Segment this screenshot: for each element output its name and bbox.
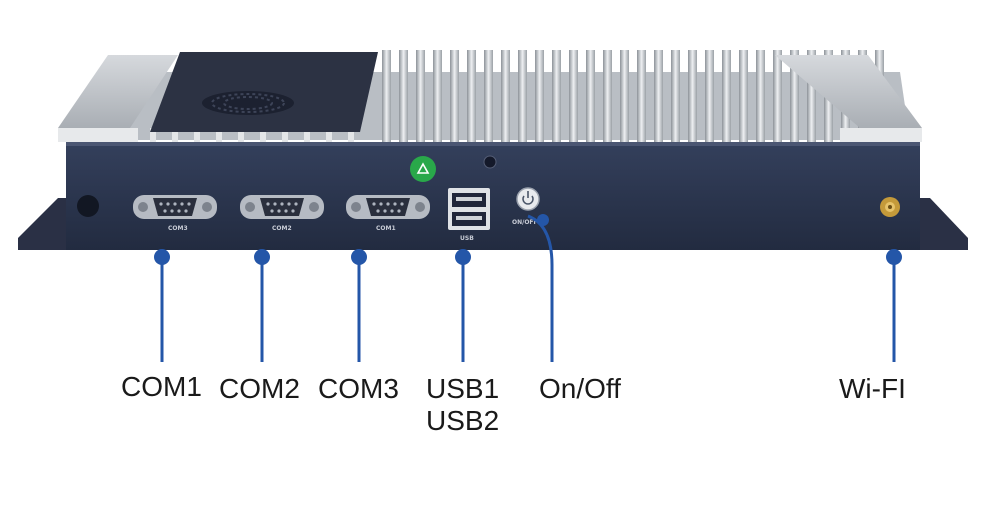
side-wing-right	[775, 55, 922, 128]
heatsink-fin	[150, 128, 156, 142]
panel-label-com3: COM3	[168, 225, 188, 232]
heatsink-fin	[654, 50, 663, 142]
heatsink-fin	[348, 128, 354, 142]
heatsink-fin	[260, 128, 266, 142]
heatsink-fin	[552, 50, 561, 142]
heatsink-fin	[194, 128, 200, 142]
heatsink-fin	[216, 128, 222, 142]
screw-hole	[77, 195, 99, 217]
heatsink-fin	[416, 50, 425, 142]
panel-label-com2: COM2	[272, 225, 292, 232]
heatsink-fin	[705, 50, 714, 142]
label-usb1: USB1	[426, 373, 500, 404]
heatsink-fin	[722, 50, 731, 142]
serial-ports	[133, 195, 430, 219]
lip-right	[840, 128, 922, 142]
heatsink-fin	[282, 128, 288, 142]
callout-line	[527, 214, 554, 362]
db9-port	[240, 195, 324, 219]
heatsink-fin	[304, 128, 310, 142]
heatsink-fin	[603, 50, 612, 142]
heatsink-fin	[807, 50, 816, 142]
label-com2: COM2	[219, 373, 300, 404]
heatsink-fin	[238, 128, 244, 142]
callout-dot	[154, 249, 170, 265]
heatsink-fin	[501, 50, 510, 142]
panel-label-usb: USB	[460, 235, 474, 242]
heatsink-fin	[756, 50, 765, 142]
label-com1: COM1	[121, 371, 202, 402]
heatsink-fin	[467, 50, 476, 142]
heatsink-fin	[586, 50, 595, 142]
heatsink-fin	[637, 50, 646, 142]
callout-dot	[455, 249, 471, 265]
label-usb2: USB2	[426, 405, 500, 436]
db9-port	[346, 195, 430, 219]
heatsink-fin	[172, 128, 178, 142]
heatsink-fin	[790, 50, 799, 142]
label-wifi: Wi-FI	[839, 373, 906, 404]
panel-top-edge	[66, 142, 920, 146]
callout-dot	[351, 249, 367, 265]
panel-screw	[483, 155, 497, 169]
db9-port	[133, 195, 217, 219]
callout-dot	[537, 214, 549, 226]
heatsink-fin	[382, 50, 391, 142]
heatsink-fin	[671, 50, 680, 142]
heatsink-fin	[326, 128, 332, 142]
heatsink-fin	[399, 50, 408, 142]
label-power: On/Off	[539, 373, 621, 404]
heatsink-fin	[620, 50, 629, 142]
heatsink-fin	[484, 50, 493, 142]
heatsink-fin	[773, 50, 782, 142]
heatsink-fin	[518, 50, 527, 142]
mounting-flange-right	[918, 198, 968, 250]
panel-label-power: ON/OFF	[512, 219, 538, 226]
callout-dot	[254, 249, 270, 265]
panel-label-com1: COM1	[376, 225, 396, 232]
label-com3: COM3	[318, 373, 399, 404]
heatsink-fin	[433, 50, 442, 142]
heatsink-fin	[535, 50, 544, 142]
usb-ports	[448, 188, 490, 230]
antenna-icon	[880, 197, 900, 217]
heatsink-fin	[739, 50, 748, 142]
heatsink-fin	[688, 50, 697, 142]
power-icon[interactable]	[516, 187, 540, 211]
recycle-badge-icon	[410, 156, 436, 182]
callout-lines	[154, 214, 902, 362]
heatsink-fin	[450, 50, 459, 142]
callout-dot	[886, 249, 902, 265]
fan-grille	[202, 91, 294, 115]
mounting-flange-left	[18, 198, 70, 250]
lip-left	[58, 128, 138, 142]
side-wing-left	[58, 55, 178, 128]
heatsink-fin	[569, 50, 578, 142]
